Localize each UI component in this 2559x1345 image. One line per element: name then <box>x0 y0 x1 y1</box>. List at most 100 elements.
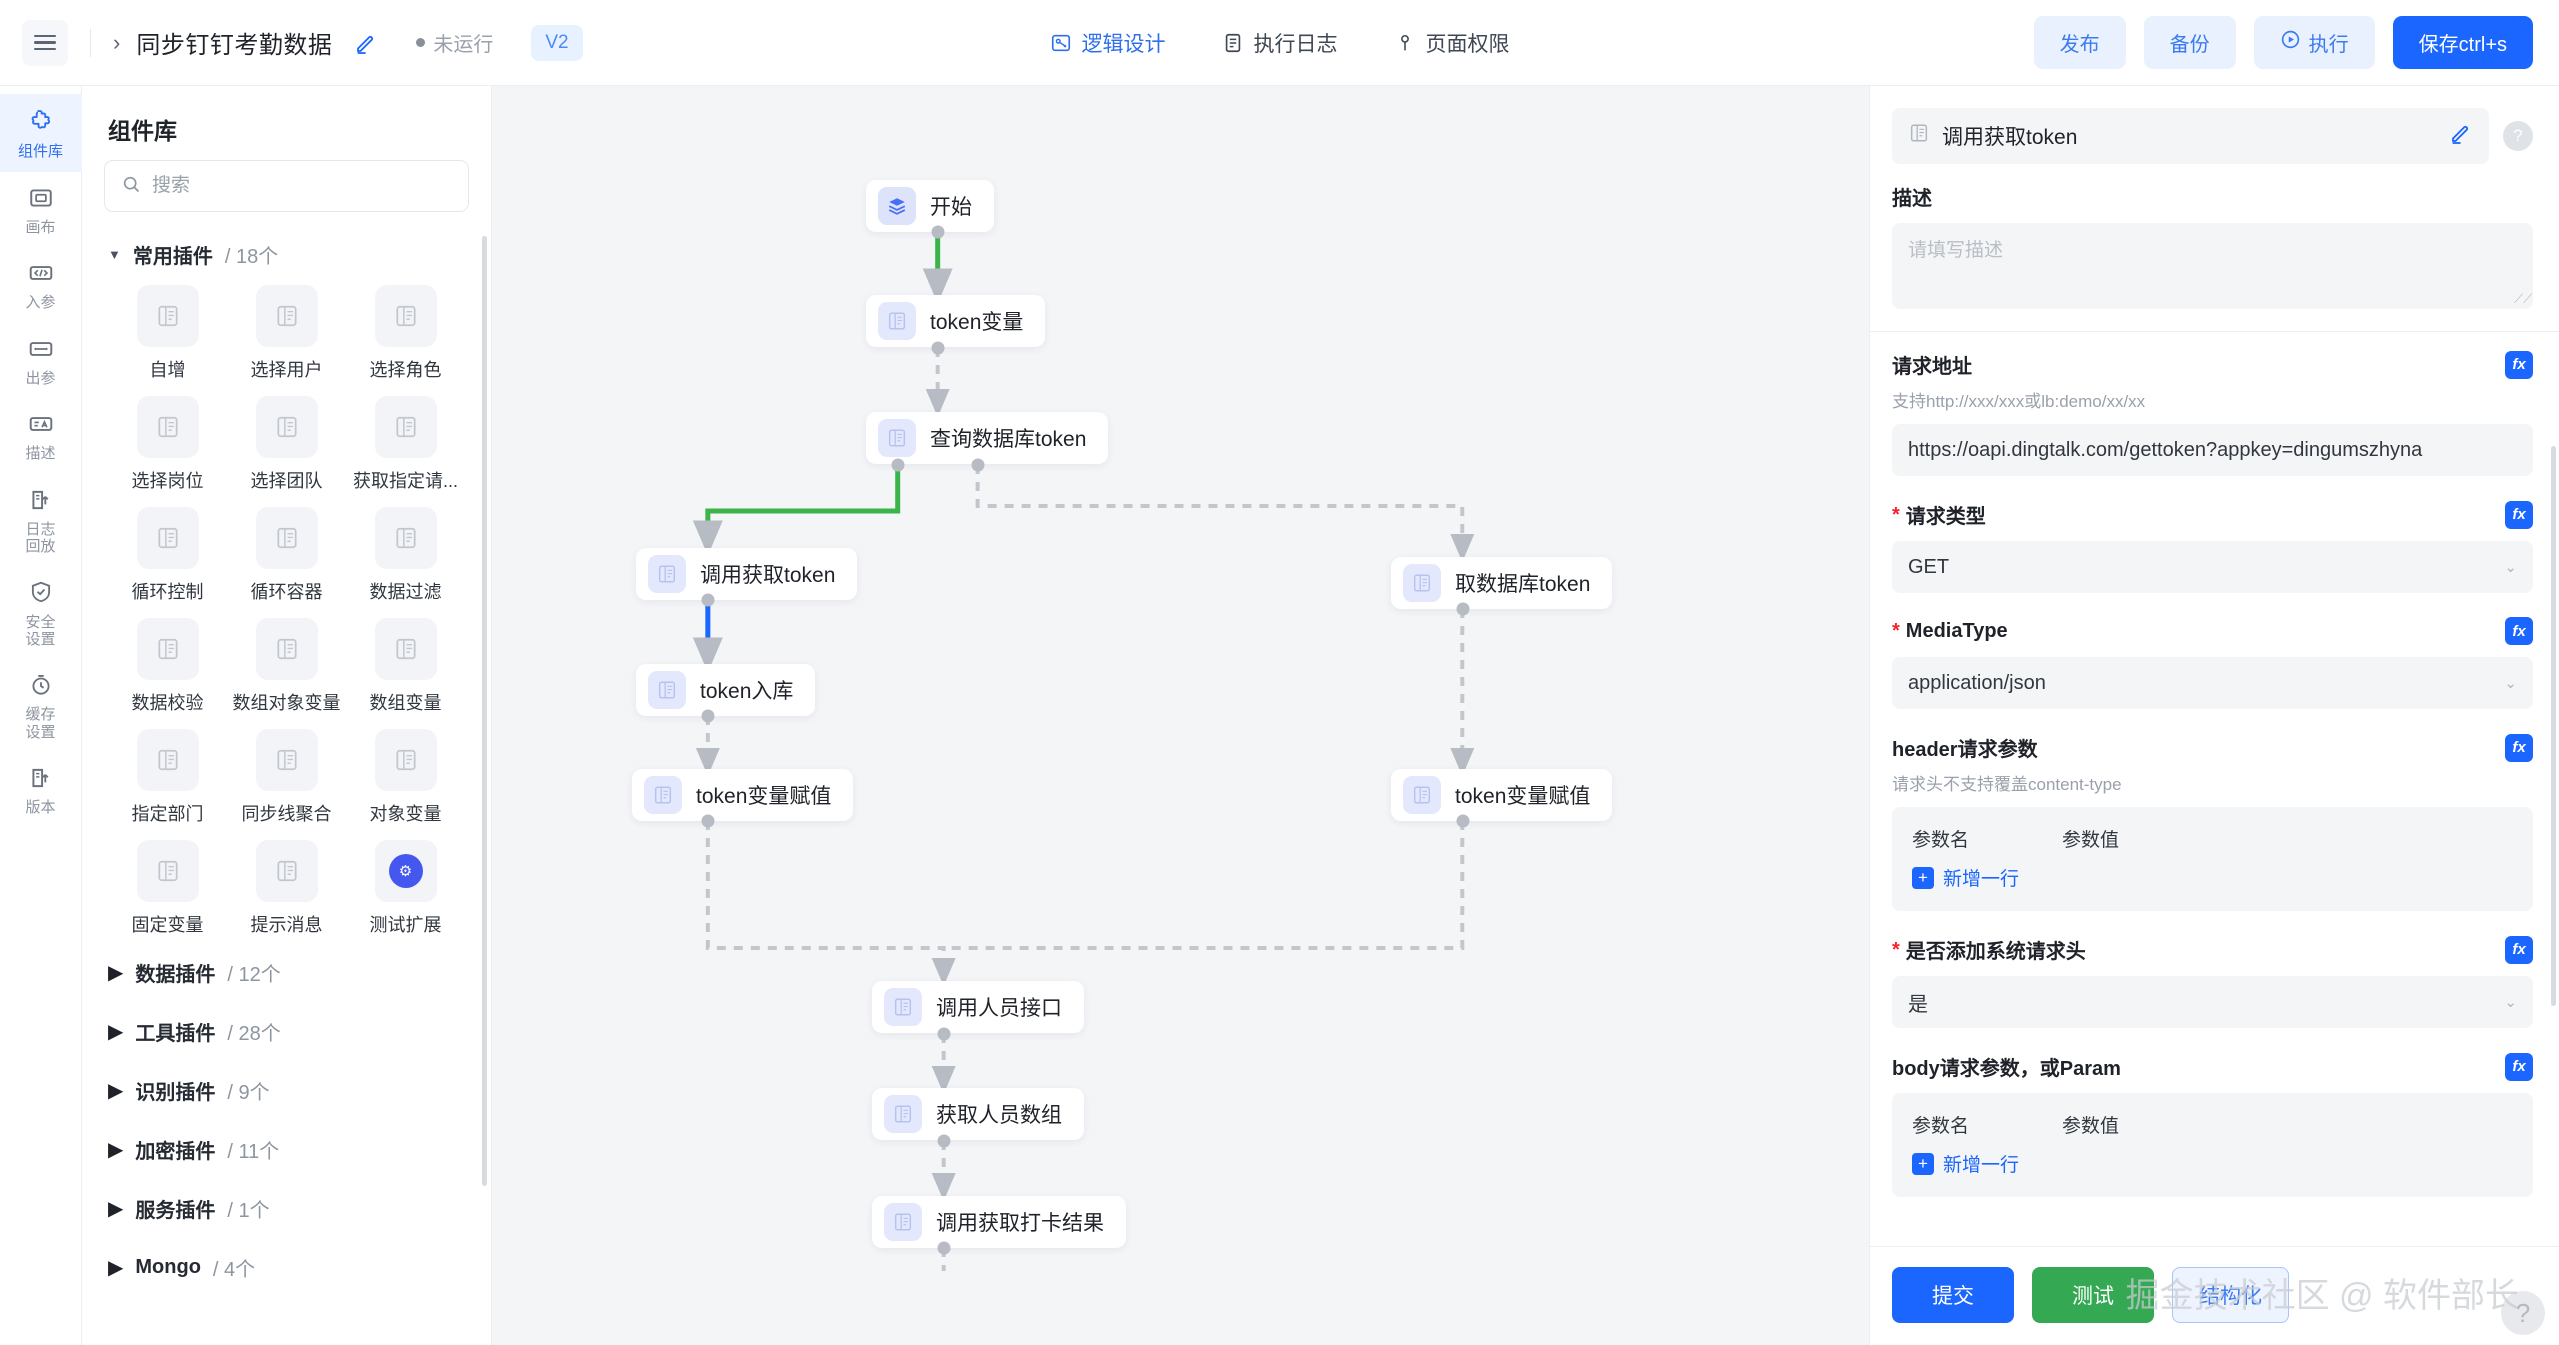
body-add-row-button[interactable]: + 新增一行 <box>1912 1150 2513 1177</box>
column-param-name: 参数名 <box>1912 830 1970 851</box>
fx-icon[interactable]: fx <box>2505 350 2533 379</box>
connector-dot[interactable] <box>937 1241 951 1255</box>
flow-node[interactable]: 查询数据库token <box>866 412 1109 464</box>
connector-dot[interactable] <box>891 458 905 472</box>
rail-item-canvas[interactable]: 画布 <box>0 172 82 248</box>
plugin-item[interactable]: 循环控制 <box>108 507 227 604</box>
submit-button[interactable]: 提交 <box>1892 1267 2014 1323</box>
rail-item-input-params[interactable]: 入参 <box>0 247 82 323</box>
category-row[interactable]: ▶识别插件/ 9个 <box>82 1061 491 1120</box>
fx-icon[interactable]: fx <box>2505 617 2533 645</box>
connector-dot[interactable] <box>1456 602 1470 616</box>
pencil-icon[interactable] <box>2449 121 2473 151</box>
question-icon[interactable]: ? <box>2501 1291 2545 1335</box>
question-icon[interactable]: ? <box>2503 121 2533 151</box>
plugin-item[interactable]: 自增 <box>108 285 227 382</box>
flow-node[interactable]: 调用人员接口 <box>872 981 1084 1033</box>
flow-node[interactable]: token变量赋值 <box>632 769 854 821</box>
tab-execution-log[interactable]: 执行日志 <box>1222 28 1338 58</box>
plugin-item[interactable]: 选择岗位 <box>108 396 227 493</box>
category-row[interactable]: ▶服务插件/ 1个 <box>82 1179 491 1238</box>
system-header-select[interactable]: 是 ⌄ <box>1892 976 2533 1028</box>
plugin-item[interactable]: 对象变量 <box>346 729 465 826</box>
plugin-item[interactable]: 数据过滤 <box>346 507 465 604</box>
category-row[interactable]: ▶Mongo/ 4个 <box>82 1238 491 1297</box>
fx-icon[interactable]: fx <box>2505 500 2533 529</box>
flow-canvas[interactable]: 开始 token变量查询数据库token 调用获取token token入库 token… <box>492 86 1869 1345</box>
save-button[interactable]: 保存ctrl+s <box>2392 16 2533 69</box>
tab-page-permission[interactable]: 页面权限 <box>1394 28 1510 58</box>
media-type-select[interactable]: application/json ⌄ <box>1892 657 2533 709</box>
flow-node[interactable]: 开始 <box>866 180 994 232</box>
hamburger-menu-icon[interactable] <box>22 19 68 66</box>
connector-dot[interactable] <box>931 341 945 355</box>
resize-grip-icon[interactable]: ⟋⟋ <box>2514 291 2533 306</box>
category-row[interactable]: ▶工具插件/ 28个 <box>82 1002 491 1061</box>
category-header-common[interactable]: ▼ 常用插件 / 18个 <box>82 224 491 279</box>
plugin-item[interactable]: ⚙测试扩展 <box>346 840 465 937</box>
fx-icon[interactable]: fx <box>2505 733 2533 762</box>
pencil-icon[interactable] <box>354 31 378 55</box>
plugin-item[interactable]: 固定变量 <box>108 840 227 937</box>
connector-dot[interactable] <box>931 225 945 239</box>
plugin-item[interactable]: 选择用户 <box>227 285 346 382</box>
publish-button[interactable]: 发布 <box>2033 16 2126 69</box>
rail-item-output-params[interactable]: 出参 <box>0 323 82 399</box>
system-header-section: * 是否添加系统请求头 fx 是 ⌄ <box>1870 917 2559 1034</box>
structure-button[interactable]: 结构化 <box>2172 1267 2289 1323</box>
plugin-item[interactable]: 数据校验 <box>108 618 227 715</box>
rail-item-security-settings[interactable]: 安全 设置 <box>0 566 82 659</box>
connector-dot[interactable] <box>1456 814 1470 828</box>
tab-logic-design[interactable]: 逻辑设计 <box>1050 28 1166 58</box>
category-row[interactable]: ▶数据插件/ 12个 <box>82 943 491 1002</box>
rail-item-description[interactable]: 描述 <box>0 398 82 474</box>
rail-item-version[interactable]: 版本 <box>0 752 82 828</box>
rail-item-cache-settings[interactable]: 缓存 设置 <box>0 659 82 752</box>
search-input[interactable] <box>152 175 452 197</box>
rail-item-log-replay[interactable]: 日志 回放 <box>0 474 82 567</box>
flow-node[interactable]: token变量 <box>866 295 1046 347</box>
plugin-label: 选择团队 <box>250 471 323 491</box>
flow-node[interactable]: token入库 <box>636 664 816 716</box>
rail-item-component-library[interactable]: 组件库 <box>0 94 82 172</box>
category-row[interactable]: ▶加密插件/ 11个 <box>82 1120 491 1179</box>
rail-item-label: 画布 <box>25 218 56 236</box>
plugin-item[interactable]: 同步线聚合 <box>227 729 346 826</box>
plugin-item[interactable]: 选择角色 <box>346 285 465 382</box>
fx-icon[interactable]: fx <box>2505 935 2533 964</box>
test-button[interactable]: 测试 <box>2032 1267 2154 1323</box>
version-badge[interactable]: V2 <box>531 24 583 61</box>
media-type-label: * MediaType fx <box>1892 617 2533 645</box>
method-select[interactable]: GET ⌄ <box>1892 541 2533 593</box>
connector-dot[interactable] <box>701 593 715 607</box>
connector-dot[interactable] <box>701 709 715 723</box>
flow-node[interactable]: 调用获取token <box>636 548 858 600</box>
plugin-icon <box>255 507 318 569</box>
url-input[interactable]: https://oapi.dingtalk.com/gettoken?appke… <box>1892 424 2533 476</box>
plugin-item[interactable]: 提示消息 <box>227 840 346 937</box>
flow-node[interactable]: 取数据库token <box>1391 557 1613 609</box>
plugin-item[interactable]: 数组变量 <box>346 618 465 715</box>
fx-icon[interactable]: fx <box>2505 1052 2533 1081</box>
plugin-item[interactable]: 获取指定请... <box>346 396 465 493</box>
plugin-label: 数组变量 <box>369 693 442 713</box>
backup-button[interactable]: 备份 <box>2143 16 2236 69</box>
plugin-item[interactable]: 数组对象变量 <box>227 618 346 715</box>
node-name-field[interactable]: 调用获取token <box>1892 108 2489 164</box>
connector-dot[interactable] <box>701 814 715 828</box>
properties-scrollbar[interactable] <box>2551 446 2556 1006</box>
connector-dot[interactable] <box>937 1027 951 1041</box>
plugin-item[interactable]: 指定部门 <box>108 729 227 826</box>
flow-node[interactable]: 调用获取打卡结果 <box>872 1196 1126 1248</box>
flow-node[interactable]: 获取人员数组 <box>872 1088 1084 1140</box>
connector-dot[interactable] <box>937 1134 951 1148</box>
description-textarea[interactable]: 请填写描述 ⟋⟋ <box>1892 223 2533 309</box>
run-button[interactable]: 执行 <box>2253 16 2375 69</box>
library-scrollbar[interactable] <box>482 236 487 1186</box>
connector-dot[interactable] <box>971 458 985 472</box>
plugin-item[interactable]: 循环容器 <box>227 507 346 604</box>
flow-node[interactable]: token变量赋值 <box>1391 769 1613 821</box>
header-add-row-button[interactable]: + 新增一行 <box>1912 864 2513 891</box>
search-box[interactable] <box>104 160 469 212</box>
plugin-item[interactable]: 选择团队 <box>227 396 346 493</box>
